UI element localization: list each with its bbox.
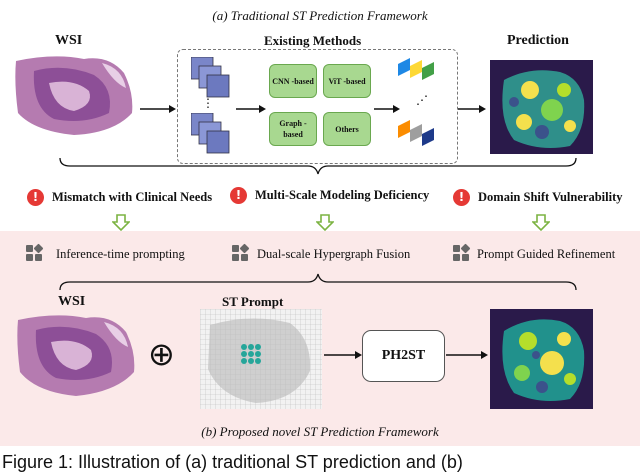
arrow-to-prediction bbox=[458, 105, 486, 113]
down-arrow-3 bbox=[532, 214, 550, 232]
method-others: Others bbox=[323, 112, 371, 146]
method-graph: Graph -based bbox=[269, 112, 317, 146]
blocks-icon bbox=[232, 243, 250, 263]
down-arrow-2 bbox=[316, 214, 334, 232]
svg-text:⋰: ⋰ bbox=[416, 93, 428, 107]
arrow-wsi-to-methods bbox=[140, 105, 176, 113]
wsi-image-a bbox=[15, 56, 133, 135]
blocks-icon bbox=[453, 243, 471, 263]
figure-caption: Figure 1: Illustration of (a) traditiona… bbox=[2, 452, 463, 472]
blocks-icon bbox=[26, 243, 44, 263]
challenge-multiscale: Multi-Scale Modeling Deficiency bbox=[255, 188, 430, 202]
challenge-domain-shift: Domain Shift Vulnerability bbox=[478, 190, 623, 204]
plus-icon: ⊕ bbox=[148, 335, 175, 373]
warning-icon: ! bbox=[230, 187, 247, 204]
method-vit: ViT -based bbox=[323, 64, 371, 98]
wsi-label-b: WSI bbox=[58, 294, 86, 309]
st-prompt-label: ST Prompt bbox=[222, 294, 284, 309]
solution-prompt-refinement: Prompt Guided Refinement bbox=[477, 247, 616, 261]
brace-panel-b bbox=[59, 273, 577, 291]
ph2st-model-box: PH2ST bbox=[362, 330, 445, 382]
solution-hypergraph-fusion: Dual-scale Hypergraph Fusion bbox=[257, 247, 411, 261]
method-cnn: CNN -based bbox=[269, 64, 317, 98]
panel-a-caption: (a) Traditional ST Prediction Framework bbox=[212, 8, 428, 23]
st-prompt-grid bbox=[200, 309, 322, 409]
brace-panel-a bbox=[59, 157, 577, 175]
prediction-heatmap-a bbox=[490, 60, 593, 154]
feature-blocks-icon: ⋰ bbox=[398, 58, 434, 146]
solution-inference-prompting: Inference-time prompting bbox=[56, 247, 185, 261]
warning-icon: ! bbox=[27, 189, 44, 206]
arrow-patches-to-models bbox=[236, 105, 266, 113]
challenge-clinical-needs: Mismatch with Clinical Needs bbox=[52, 190, 213, 204]
existing-methods-label: Existing Methods bbox=[264, 33, 362, 48]
wsi-image-b bbox=[17, 315, 135, 396]
down-arrow-1 bbox=[112, 214, 130, 232]
patch-stack-top bbox=[191, 57, 230, 98]
arrow-model-to-prediction bbox=[446, 351, 488, 359]
existing-methods-box bbox=[177, 49, 458, 164]
warning-icon: ! bbox=[453, 189, 470, 206]
prediction-label: Prediction bbox=[507, 33, 569, 48]
panel-b-caption: (b) Proposed novel ST Prediction Framewo… bbox=[201, 424, 439, 439]
patch-stack-bottom bbox=[191, 113, 230, 154]
dots-patches: ⋮ bbox=[202, 96, 214, 110]
prediction-heatmap-b bbox=[490, 309, 593, 409]
arrow-prompt-to-model bbox=[324, 351, 362, 359]
arrow-models-to-features bbox=[374, 105, 400, 113]
wsi-label-a: WSI bbox=[55, 33, 83, 48]
